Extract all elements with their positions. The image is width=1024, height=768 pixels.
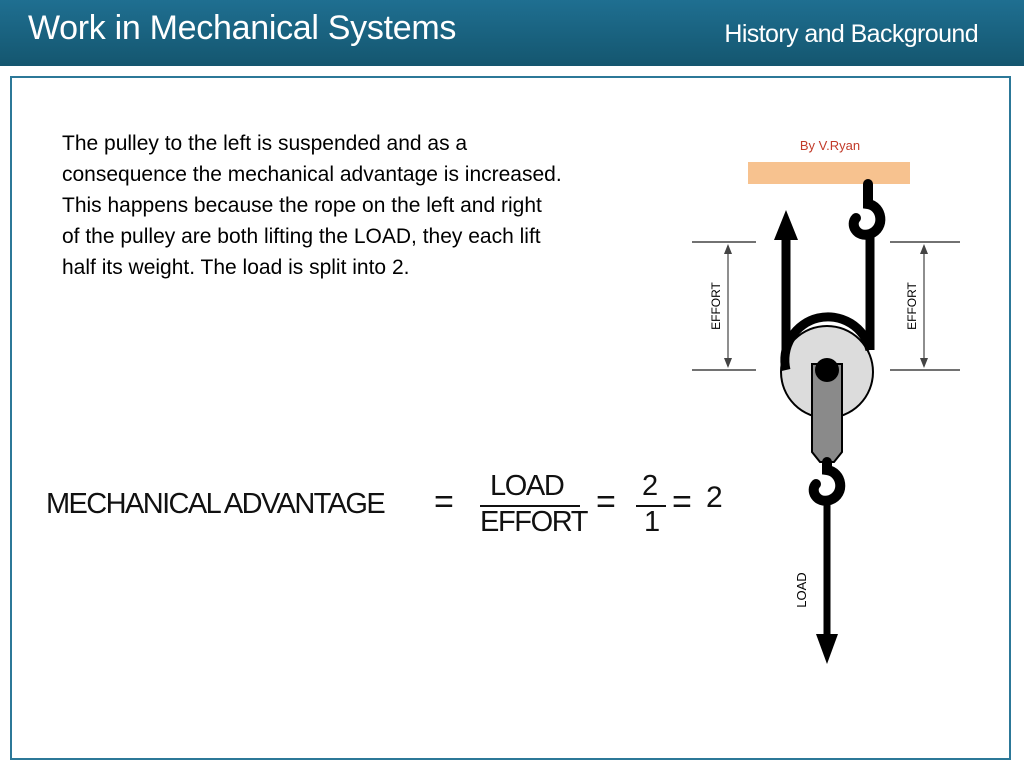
equals-sign-2: = (596, 483, 616, 521)
ceiling-beam (748, 162, 910, 184)
effort-left-arrow-down-icon (724, 358, 732, 368)
pulley-hanger (811, 363, 843, 463)
header-divider (0, 66, 1024, 70)
diagram-credit: By V.Ryan (800, 138, 860, 153)
bottom-hook-icon (808, 457, 846, 506)
effort-right-label: EFFORT (905, 281, 919, 329)
description-text: The pulley to the left is suspended and … (62, 132, 562, 279)
effort-left-arrow-up-icon (724, 244, 732, 254)
formula-numerator: LOAD (490, 470, 565, 502)
effort-right-arrow-up-icon (920, 244, 928, 254)
pulley-diagram: By V.Ryan LOAD EFFORT EFFORT (692, 138, 960, 664)
formula-label: MECHANICAL ADVANTAGE (46, 488, 386, 520)
effort-arrow-up-icon (774, 210, 798, 240)
content-panel (10, 76, 1011, 760)
fraction-bar-1 (480, 505, 580, 507)
formula-result: 2 (706, 481, 723, 514)
effort-left-label: EFFORT (709, 281, 723, 329)
value-denominator: 1 (644, 506, 660, 538)
header-bar: Work in Mechanical Systems History and B… (0, 0, 1024, 66)
rope-over-wheel (780, 312, 875, 372)
section-title: History and Background (724, 20, 978, 48)
page-title: Work in Mechanical Systems (28, 9, 457, 47)
equals-sign-1: = (434, 483, 454, 521)
pulley-axle (815, 358, 839, 382)
effort-right-arrow-down-icon (920, 358, 928, 368)
value-numerator: 2 (642, 470, 658, 502)
load-label: LOAD (794, 572, 809, 607)
top-hook-icon (848, 179, 886, 240)
fraction-bar-2 (636, 505, 666, 507)
formula-denominator: EFFORT (480, 506, 588, 538)
equals-sign-3: = (672, 483, 692, 521)
load-arrow-down-icon (816, 634, 838, 664)
